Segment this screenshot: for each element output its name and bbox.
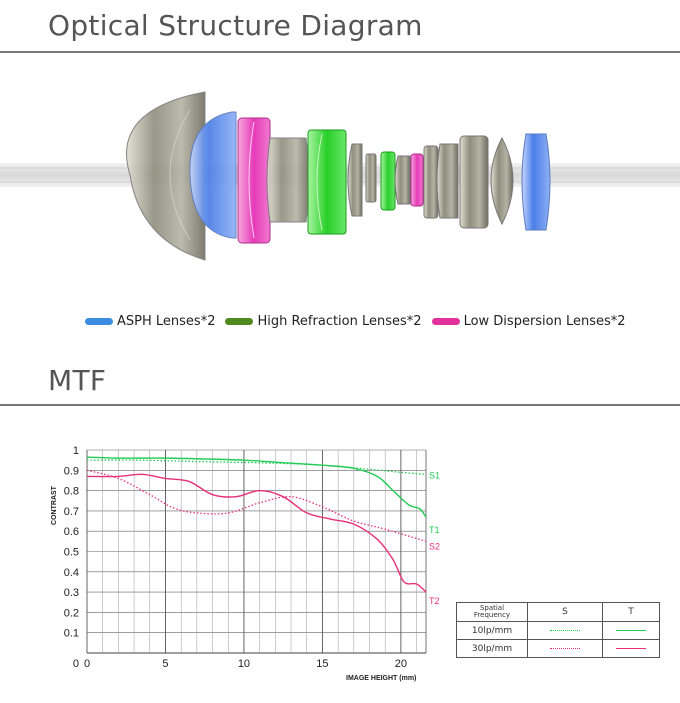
- legend-item-low-dispersion: Low Dispersion Lenses*2: [431, 314, 626, 329]
- line-sample-10-t: [616, 629, 646, 631]
- x-tick-label: 15: [316, 658, 328, 670]
- lens-element-11: [423, 145, 439, 219]
- x-tick-label: 5: [162, 658, 168, 670]
- lens-element-14: [490, 136, 514, 226]
- y-tick-label: 0.4: [64, 567, 79, 579]
- lens-element-7: [365, 153, 377, 203]
- lens-element-9: [394, 155, 411, 205]
- line-sample-30-s: [550, 647, 580, 649]
- mtf-lines: [86, 456, 427, 593]
- lens-element-hr-1: [307, 129, 347, 235]
- legend-item-high-refraction: High Refraction Lenses*2: [225, 314, 422, 329]
- lens-element-ld-2: [410, 153, 424, 207]
- legend-label-asph: ASPH Lenses*2: [117, 314, 216, 329]
- lens-element-13: [459, 135, 489, 229]
- lens-legend: ASPH Lenses*2 High Refraction Lenses*2 L…: [85, 314, 636, 329]
- series-line-t2: [86, 473, 427, 593]
- legend-swatch-asph: [85, 318, 113, 325]
- y-tick-label: 0.9: [64, 465, 79, 477]
- y-axis-label: CONTRAST: [51, 485, 58, 525]
- series-label-s2: S2: [429, 541, 440, 551]
- y-tick-label: 1: [73, 445, 79, 457]
- y-tick-label: 0.6: [64, 526, 79, 538]
- y-tick-label: 0.3: [64, 587, 79, 599]
- table-cell-line-sample: [602, 639, 660, 658]
- y-tick-label: 0.7: [64, 506, 79, 518]
- x-axis-label: IMAGE HEIGHT (mm): [346, 675, 416, 682]
- optical-structure-title: Optical Structure Diagram: [48, 9, 423, 42]
- y-tick-label: 0.5: [64, 547, 79, 559]
- series-line-s2: [86, 469, 427, 542]
- table-cell-line-sample: [602, 621, 660, 640]
- series-label-t1: T1: [429, 525, 440, 535]
- table-header-t: T: [602, 602, 660, 622]
- series-label-t2: T2: [429, 596, 440, 606]
- table-header-row: Spatial Frequency S T: [456, 602, 660, 622]
- lens-element-ld-1: [237, 117, 271, 244]
- legend-swatch-low-dispersion: [431, 318, 460, 325]
- table-header-frequency: Spatial Frequency: [456, 602, 528, 622]
- table-cell-frequency: 10lp/mm: [456, 621, 528, 640]
- y-tick-label: 0.2: [64, 607, 79, 619]
- header-frequency-line1: Spatial: [479, 604, 505, 612]
- x-tick-label: 0: [84, 658, 90, 670]
- y-tick-label: 0.8: [64, 486, 79, 498]
- mtf-ticks: 1 0.9 0.8 0.7 0.6 0.5 0.4 0.3 0.2 0.1 0 5 10 15 20 0: [64, 445, 407, 670]
- origin-tick-label: 0: [73, 658, 79, 670]
- lens-structure-diagram: [0, 91, 680, 261]
- mtf-title: MTF: [48, 364, 107, 397]
- header-frequency-line2: Frequency: [473, 611, 511, 619]
- section-divider: [0, 51, 680, 53]
- line-sample-10-s: [550, 629, 580, 631]
- x-tick-label: 20: [395, 658, 407, 670]
- lens-element-hr-2: [380, 151, 396, 211]
- lens-element-asph-2: [521, 133, 551, 231]
- lens-element-4: [266, 137, 310, 223]
- table-header-s: S: [527, 602, 603, 622]
- spatial-frequency-table: Spatial Frequency S T 10lp/mm 30lp/mm: [456, 602, 660, 658]
- series-line-s1: [86, 459, 427, 476]
- x-tick-label: 10: [238, 658, 250, 670]
- table-row: 10lp/mm: [456, 621, 660, 640]
- legend-label-high-refraction: High Refraction Lenses*2: [257, 314, 422, 329]
- lens-element-12: [436, 143, 459, 219]
- table-cell-line-sample: [527, 639, 603, 658]
- mtf-grid: [86, 449, 427, 654]
- mtf-chart: 1 0.9 0.8 0.7 0.6 0.5 0.4 0.3 0.2 0.1 0 5 10 15 20 0 S1…: [51, 445, 440, 682]
- y-tick-label: 0.1: [64, 628, 79, 640]
- series-label-s1: S1: [429, 470, 440, 480]
- table-cell-line-sample: [527, 621, 603, 640]
- legend-label-low-dispersion: Low Dispersion Lenses*2: [463, 314, 626, 329]
- lens-element-1: [126, 91, 206, 261]
- lens-element-asph-1: [189, 111, 237, 239]
- table-row: 30lp/mm: [456, 639, 660, 658]
- lens-element-6: [347, 143, 363, 217]
- legend-swatch-high-refraction: [225, 318, 254, 325]
- line-sample-30-t: [616, 647, 646, 649]
- legend-item-asph: ASPH Lenses*2: [85, 314, 215, 329]
- section-divider: [0, 404, 680, 406]
- table-cell-frequency: 30lp/mm: [456, 639, 528, 658]
- series-line-t1: [86, 456, 427, 518]
